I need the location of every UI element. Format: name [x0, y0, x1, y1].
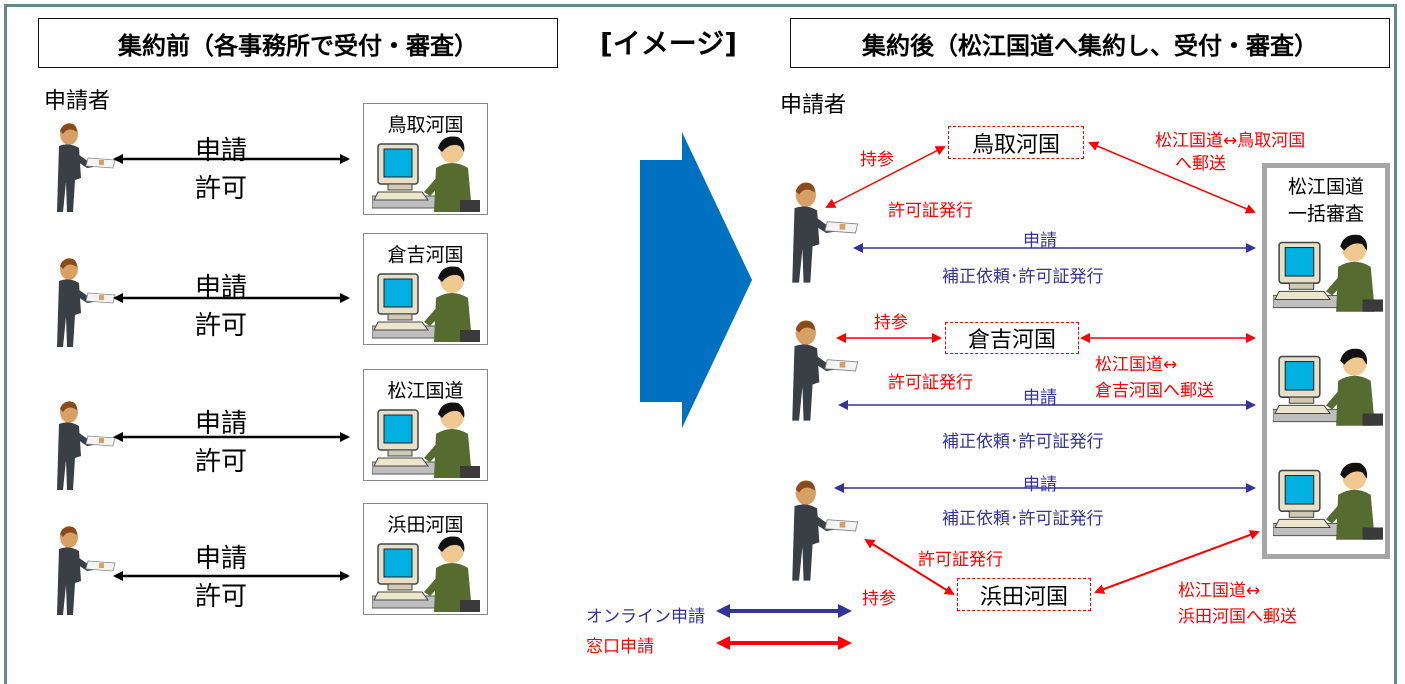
label-mail-kurayoshi-2: 倉吉河国へ郵送: [1095, 381, 1214, 401]
label-permit-issue: 許可証発行: [918, 550, 1003, 570]
office-name: 倉吉河国: [387, 244, 464, 266]
label-request: 申請: [1023, 388, 1057, 408]
after-applicant-label: 申請者: [780, 93, 847, 118]
permit-label: 許可: [195, 582, 248, 612]
central-title-line2: 一括審査: [1287, 203, 1364, 225]
arrows-layer: [113, 132, 1260, 650]
request-label: 申請: [195, 544, 248, 574]
before-header: 集約前（各事務所で受付・審査）: [38, 18, 558, 68]
diagram-frame: [4, 4, 1397, 684]
office-kurayoshi: 倉吉河国: [945, 322, 1079, 354]
label-correction: 補正依頼･許可証発行: [942, 432, 1104, 452]
label-correction: 補正依頼･許可証発行: [942, 509, 1104, 529]
office-name: 浜田河国: [387, 514, 464, 536]
central-title-line1: 松江国道: [1287, 176, 1364, 198]
after-header: 集約後（松江国道へ集約し、受付・審査）: [790, 18, 1390, 68]
office-box-kurayoshi: 倉吉河国: [363, 233, 488, 345]
label-carry-in: 持参: [862, 589, 896, 609]
image-tag: [イメージ]: [600, 27, 738, 60]
office-box-matsue: 松江国道: [363, 369, 488, 481]
permit-label: 許可: [195, 447, 248, 477]
label-mail-kurayoshi-1: 松江国道↔: [1095, 355, 1178, 375]
office-hamada: 浜田河国: [957, 578, 1091, 611]
label-mail-tottori-2: へ郵送: [1175, 154, 1226, 174]
before-applicant-label: 申請者: [44, 89, 111, 114]
permit-label: 許可: [195, 311, 248, 341]
label-mail-tottori-1: 松江国道↔鳥取河国: [1155, 131, 1306, 151]
office-name: 鳥取河国: [387, 114, 464, 136]
label-carry-in: 持参: [874, 313, 908, 333]
office-box-tottori: 鳥取河国: [363, 103, 488, 215]
label-correction: 補正依頼･許可証発行: [942, 267, 1104, 287]
office-name: 松江国道: [387, 380, 464, 402]
label-carry-in: 持参: [860, 150, 894, 170]
label-mail-hamada-2: 浜田河国へ郵送: [1178, 607, 1297, 627]
label-permit-issue: 許可証発行: [888, 201, 973, 221]
legend-counter-label: 窓口申請: [586, 637, 654, 657]
central-review-box: 松江国道 一括審査: [1262, 163, 1390, 559]
label-request: 申請: [1023, 231, 1057, 251]
big-transition-arrow: [640, 132, 752, 428]
label-request: 申請: [1023, 475, 1057, 495]
label-mail-hamada-1: 松江国道↔: [1178, 581, 1261, 601]
label-permit-issue: 許可証発行: [888, 373, 973, 393]
office-tottori: 鳥取河国: [948, 126, 1084, 159]
permit-label: 許可: [195, 174, 248, 204]
office-box-hamada: 浜田河国: [363, 503, 488, 615]
legend-online-label: オンライン申請: [586, 607, 705, 627]
